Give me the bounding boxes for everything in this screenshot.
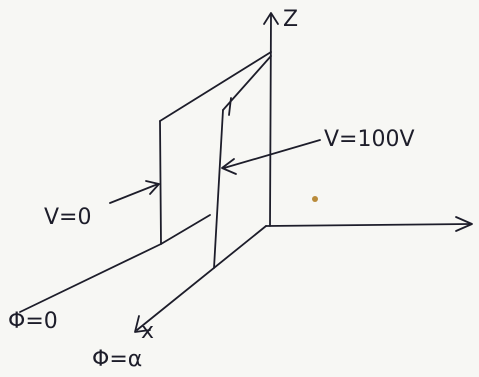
phi-alpha-label: Φ=α [92, 347, 142, 372]
x-axis-line [136, 225, 267, 331]
phi-zero-label: Φ=0 [8, 309, 58, 334]
v100-arrow-line [223, 139, 321, 169]
plate-phialpha-notch [228, 97, 232, 116]
z-axis-line [269, 13, 272, 227]
v-zero-label: V=0 [44, 205, 91, 230]
v100-arrowhead [221, 158, 237, 175]
x-axis-label: x [141, 319, 154, 344]
y-axis-arrowhead [455, 216, 473, 232]
phi0-ground-line [19, 243, 162, 313]
v0-arrowhead [145, 180, 160, 195]
plate-phi0-top-edge [159, 51, 272, 122]
paper-speck [312, 196, 318, 202]
y-axis-line [265, 223, 471, 227]
v0-arrow-line [109, 183, 159, 204]
z-axis-arrowhead [263, 12, 279, 25]
plate-phi0-bottom-edge [160, 214, 211, 245]
z-axis-label: Z [283, 7, 298, 32]
plate-phi0-vertical [159, 120, 162, 245]
v-100-label: V=100V [324, 127, 415, 152]
x-axis-arrowhead [134, 315, 151, 333]
plate-phialpha-vertical [213, 109, 224, 269]
